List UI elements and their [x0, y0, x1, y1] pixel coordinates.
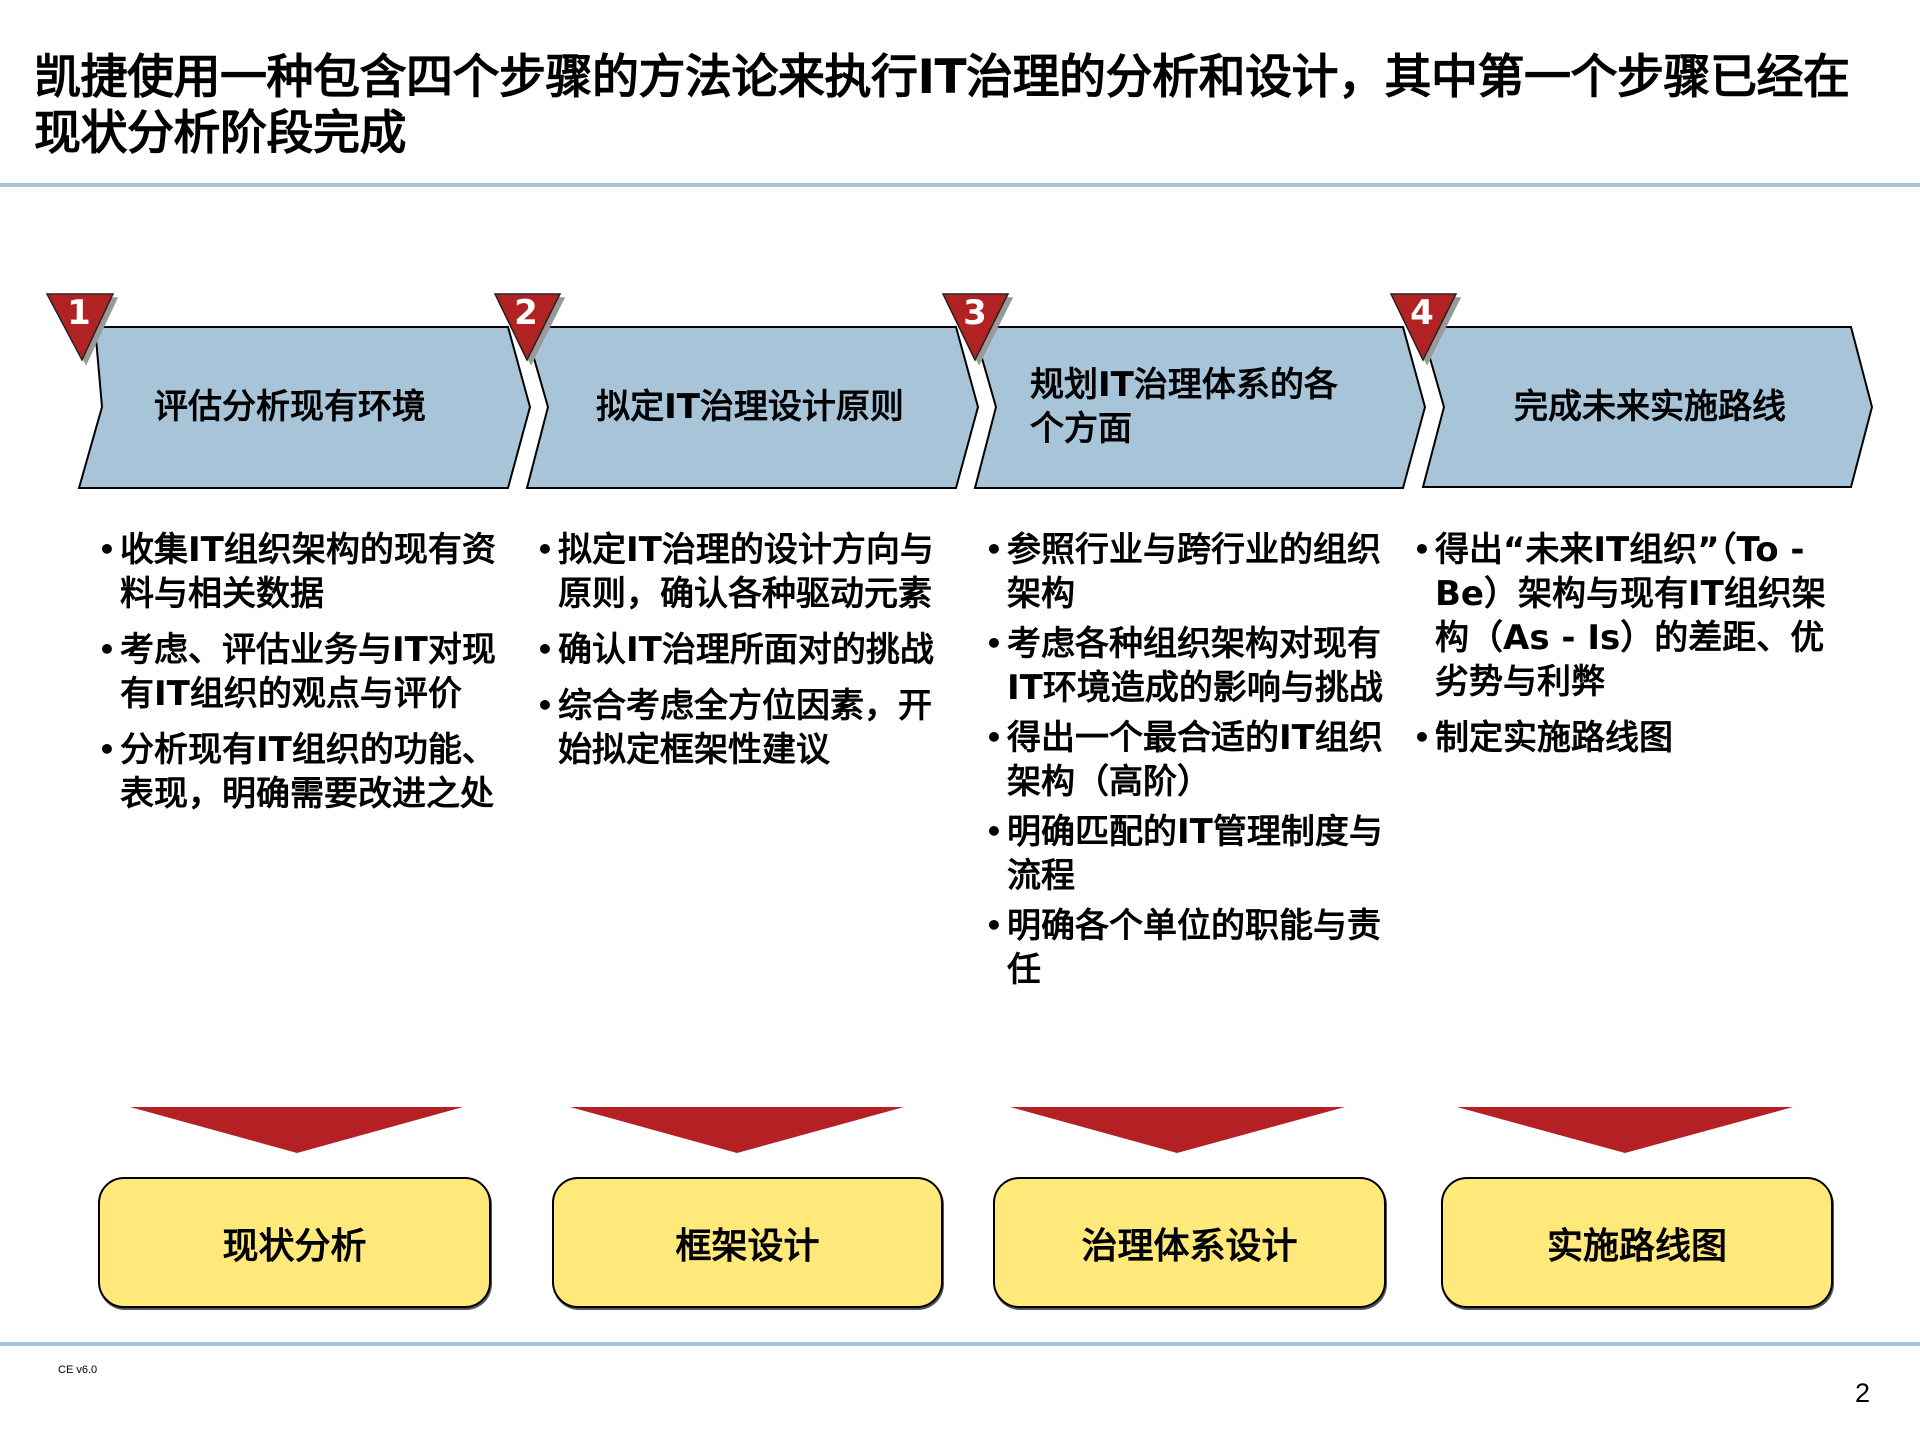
- step-title-line: 个方面: [1030, 409, 1132, 449]
- step-number-1: 1: [67, 293, 91, 333]
- bullet-item: 考虑、评估业务与IT对现有IT组织的观点与评价: [98, 628, 510, 716]
- step-title-1: 评估分析现有环境: [110, 340, 470, 474]
- slide-title: 凯捷使用一种包含四个步骤的方法论来执行IT治理的分析和设计，其中第一个步骤已经在…: [34, 50, 1850, 161]
- arrow-down-icon: [1010, 1107, 1345, 1153]
- bullet-item: 得出“未来IT组织”（To - Be）架构与现有IT组织架构（As - Is）的…: [1413, 528, 1853, 704]
- chevron-step-2: [523, 326, 980, 489]
- step-3-bullets: 参照行业与跨行业的组织架构 考虑各种组织架构对现有IT环境造成的影响与挑战 得出…: [985, 528, 1385, 998]
- bullet-item: 拟定IT治理的设计方向与原则，确认各种驱动元素: [536, 528, 936, 616]
- chevron-step-4: [1419, 326, 1874, 488]
- step-title-line: 评估分析现有环境: [154, 387, 426, 427]
- phase-box-2: 框架设计: [552, 1177, 943, 1308]
- step-2-bullets: 拟定IT治理的设计方向与原则，确认各种驱动元素 确认IT治理所面对的挑战 综合考…: [536, 528, 936, 784]
- chevron-step-1: [77, 326, 532, 489]
- step-title-line: 规划IT治理体系的各: [1030, 365, 1338, 405]
- step-title-line: 拟定IT治理设计原则: [596, 387, 904, 427]
- arrow-down-icon: [1457, 1107, 1793, 1153]
- phase-box-4: 实施路线图: [1441, 1177, 1833, 1308]
- footer-version: CE v6.0: [58, 1364, 98, 1376]
- arrow-down-icon: [570, 1107, 904, 1153]
- bullet-item: 考虑各种组织架构对现有IT环境造成的影响与挑战: [985, 622, 1385, 710]
- step-title-line: 完成未来实施路线: [1514, 387, 1786, 427]
- badge-triangle-3: [941, 293, 1010, 362]
- phase-box-1: 现状分析: [98, 1177, 491, 1308]
- bullet-item: 制定实施路线图: [1413, 716, 1853, 760]
- header-divider: [0, 183, 1920, 187]
- step-number-4: 4: [1410, 293, 1434, 333]
- bullet-item: 明确匹配的IT管理制度与流程: [985, 810, 1385, 898]
- step-4-bullets: 得出“未来IT组织”（To - Be）架构与现有IT组织架构（As - Is）的…: [1413, 528, 1853, 772]
- phase-arrows: [130, 1107, 1793, 1153]
- step-number-3: 3: [963, 293, 987, 333]
- bullet-item: 得出一个最合适的IT组织架构（高阶）: [985, 716, 1385, 804]
- step-title-2: 拟定IT治理设计原则: [560, 340, 940, 474]
- bullet-item: 收集IT组织架构的现有资料与相关数据: [98, 528, 510, 616]
- step-1-bullets: 收集IT组织架构的现有资料与相关数据 考虑、评估业务与IT对现有IT组织的观点与…: [98, 528, 510, 828]
- chevron-step-3: [971, 326, 1427, 489]
- badge-triangle-4: [1389, 293, 1458, 362]
- step-title-4: 完成未来实施路线: [1470, 340, 1830, 474]
- bullet-item: 综合考虑全方位因素，开始拟定框架性建议: [536, 684, 936, 772]
- bullet-item: 参照行业与跨行业的组织架构: [985, 528, 1385, 616]
- step-number-2: 2: [514, 293, 538, 333]
- footer-divider: [0, 1342, 1920, 1346]
- process-chevrons: [45, 293, 1874, 489]
- badge-triangle-1: [45, 293, 115, 362]
- arrow-down-icon: [130, 1107, 463, 1153]
- step-title-3: 规划IT治理体系的各 个方面: [1030, 340, 1390, 474]
- phase-box-3: 治理体系设计: [993, 1177, 1386, 1308]
- bullet-item: 确认IT治理所面对的挑战: [536, 628, 936, 672]
- badge-triangle-2: [493, 293, 562, 362]
- page-number: 2: [1855, 1378, 1871, 1408]
- bullet-item: 明确各个单位的职能与责任: [985, 904, 1385, 992]
- bullet-item: 分析现有IT组织的功能、表现，明确需要改进之处: [98, 728, 510, 816]
